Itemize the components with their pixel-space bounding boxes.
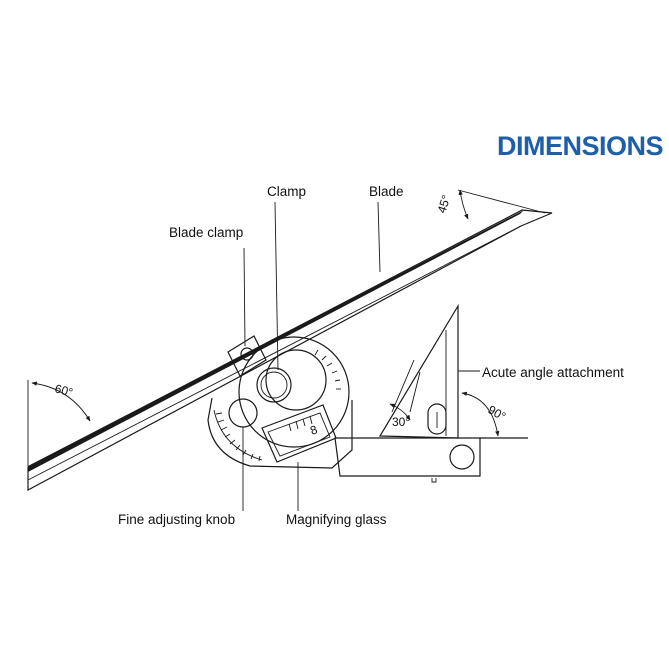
- angle-30-indicator: 30°: [389, 403, 411, 429]
- scale-ticks: [215, 349, 341, 462]
- svg-text:60°: 60°: [53, 381, 74, 399]
- angle-45-indicator: 45°: [435, 189, 546, 220]
- acute-angle-attachment: [378, 303, 459, 439]
- dimensions-heading: DIMENSIONS: [497, 131, 663, 161]
- stock-arm: [334, 437, 528, 483]
- protractor-dial-body: [207, 335, 353, 469]
- svg-text:Magnifying glass: Magnifying glass: [286, 512, 387, 527]
- svg-text:Blade clamp: Blade clamp: [169, 225, 243, 240]
- svg-text:Blade: Blade: [369, 184, 404, 199]
- svg-text:30°: 30°: [392, 415, 410, 429]
- magnifying-glass: 8: [261, 404, 337, 463]
- svg-text:8: 8: [308, 422, 319, 438]
- callout-blade: Blade: [369, 184, 404, 273]
- angle-90-indicator: 90°: [461, 391, 509, 437]
- clamp-knob[interactable]: [256, 367, 292, 403]
- callout-clamp: Clamp: [267, 184, 306, 371]
- blade: [27, 209, 553, 492]
- svg-text:90°: 90°: [486, 402, 509, 423]
- svg-text:45°: 45°: [435, 193, 454, 215]
- callout-blade-clamp: Blade clamp: [169, 225, 246, 347]
- angle-60-indicator: 60°: [27, 380, 91, 466]
- svg-text:Fine adjusting knob: Fine adjusting knob: [118, 512, 235, 527]
- svg-text:Clamp: Clamp: [267, 184, 306, 199]
- callout-magnifying-glass: Magnifying glass: [286, 462, 387, 527]
- svg-text:Acute angle attachment: Acute angle attachment: [482, 365, 624, 380]
- blade-clamp-screw[interactable]: [240, 347, 254, 361]
- callout-acute-angle-attachment: Acute angle attachment: [458, 365, 624, 380]
- callout-fine-adjusting-knob: Fine adjusting knob: [118, 427, 244, 527]
- stock-screw[interactable]: [449, 444, 475, 470]
